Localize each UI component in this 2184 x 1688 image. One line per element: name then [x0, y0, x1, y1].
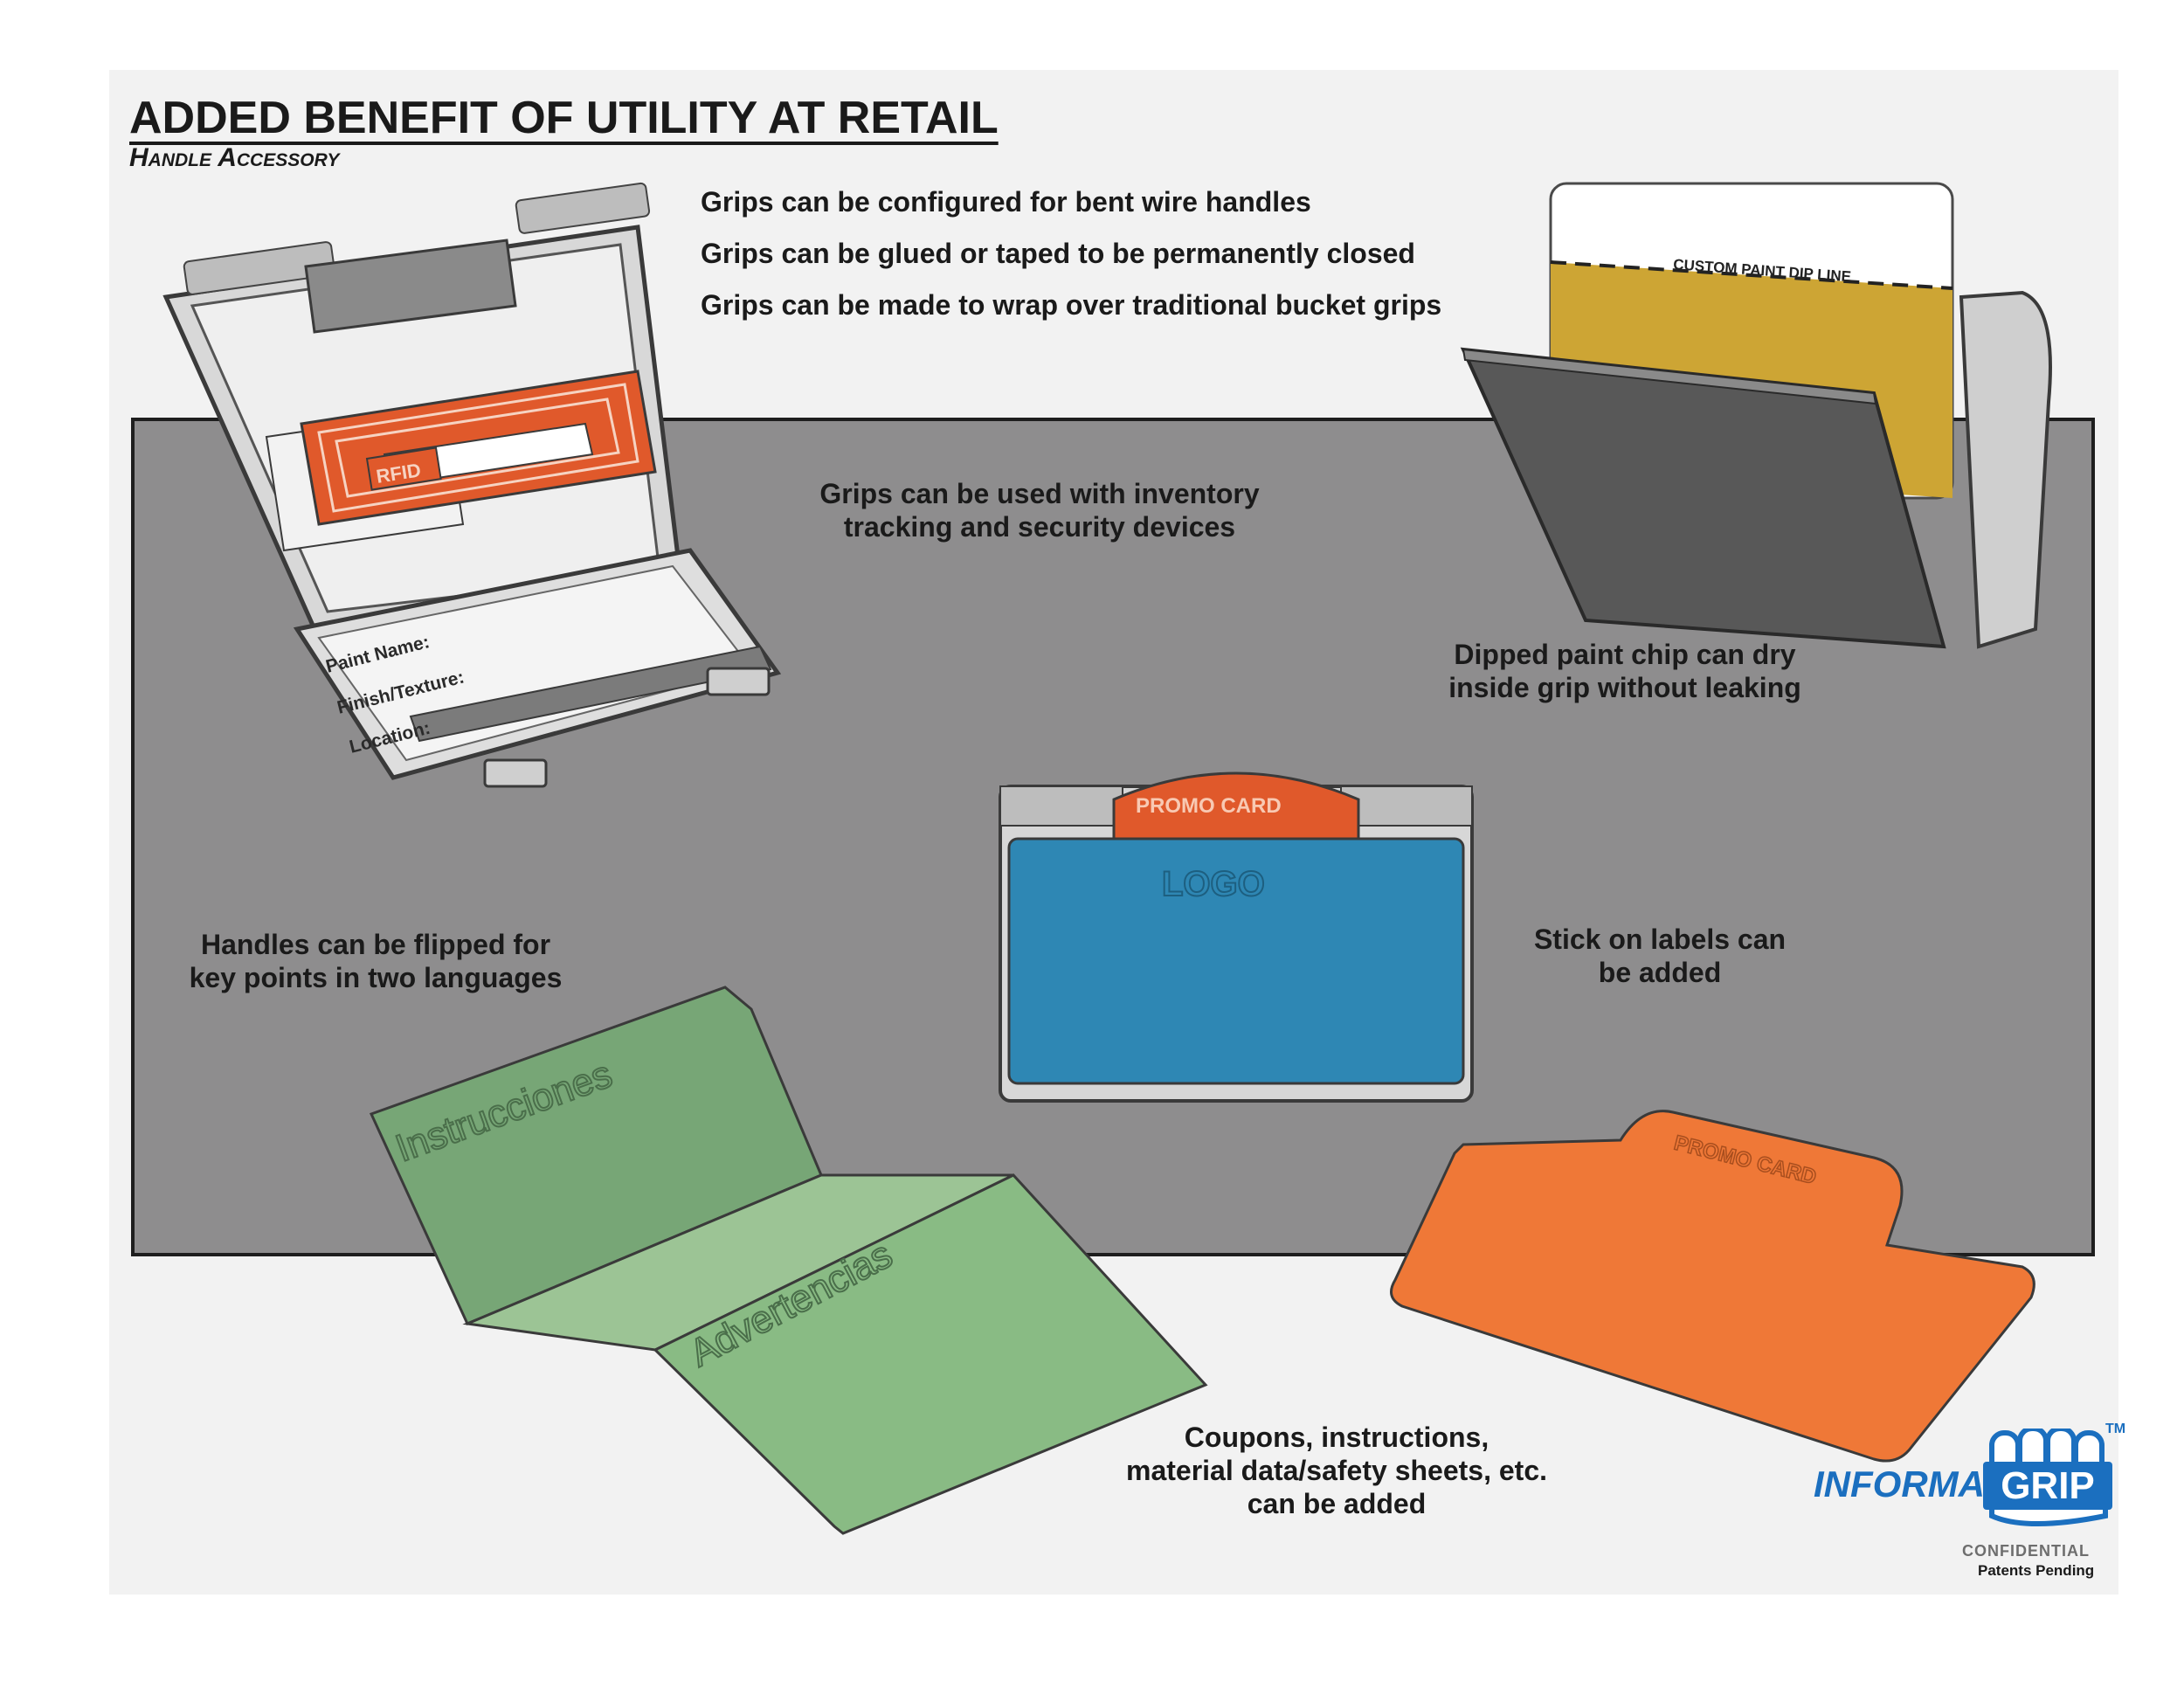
promo-grip-illustration: PROMO CARD LOGO — [999, 771, 1474, 1103]
folded-instruction-card-illustration: Instrucciones Advertencias — [369, 986, 1208, 1535]
callout-flip-line-1: Handles can be flipped for — [200, 929, 551, 960]
logo-trademark: TM — [2105, 1422, 2126, 1436]
blue-label-logo-text: LOGO — [1162, 865, 1265, 903]
promo-tab-label: PROMO CARD — [1136, 794, 1282, 818]
callout-paint-chip-line-2: inside grip without leaking — [1448, 672, 1801, 703]
logo-brand-grip: GRIP — [1983, 1462, 2112, 1510]
callout-flip-line-2: key points in two languages — [189, 962, 563, 993]
open-grip-rfid-illustration: RFID Paint Name: Finish/Texture: Locatio… — [162, 182, 782, 788]
feature-bent-wire: Grips can be configured for bent wire ha… — [701, 186, 1311, 218]
page-title: ADDED BENEFIT OF UTILITY AT RETAIL — [129, 93, 999, 143]
callout-inventory: Grips can be used with inventory trackin… — [751, 477, 1328, 543]
callout-coupons-line-1: Coupons, instructions, — [1184, 1422, 1489, 1453]
callout-labels-line-1: Stick on labels can — [1533, 924, 1787, 955]
page-subtitle: Handle Accessory — [129, 143, 340, 172]
callout-paint-chip-line-1: Dipped paint chip can dry — [1454, 639, 1796, 670]
callout-labels: Stick on labels can be added — [1485, 923, 1835, 989]
callout-labels-line-2: be added — [1598, 957, 1722, 988]
callout-coupons: Coupons, instructions, material data/saf… — [1075, 1421, 1599, 1520]
callout-inventory-line-2: tracking and security devices — [843, 511, 1236, 543]
callout-inventory-line-1: Grips can be used with inventory — [819, 478, 1260, 509]
patents-pending-notice: Patents Pending — [1978, 1562, 2095, 1579]
logo-brand-informa: INFORMA — [1814, 1463, 1985, 1505]
callout-coupons-line-2: material data/safety sheets, etc. — [1125, 1455, 1547, 1486]
paint-chip-grip-illustration: CUSTOM PAINT DIP LINE — [1460, 182, 2052, 649]
confidential-notice: CONFIDENTIAL — [1962, 1542, 2090, 1560]
callout-flip: Handles can be flipped for key points in… — [122, 928, 629, 994]
feature-wrap-bucket: Grips can be made to wrap over tradition… — [701, 289, 1442, 321]
callout-coupons-line-3: can be added — [1247, 1488, 1427, 1519]
callout-paint-chip: Dipped paint chip can dry inside grip wi… — [1363, 638, 1887, 704]
informagrip-logo: INFORMA GRIP TM CONFIDENTIAL Patents Pen… — [1808, 1420, 2132, 1586]
orange-promo-card-illustration: PROMO CARD — [1390, 1110, 2035, 1463]
feature-glued-closed: Grips can be glued or taped to be perman… — [701, 238, 1415, 269]
